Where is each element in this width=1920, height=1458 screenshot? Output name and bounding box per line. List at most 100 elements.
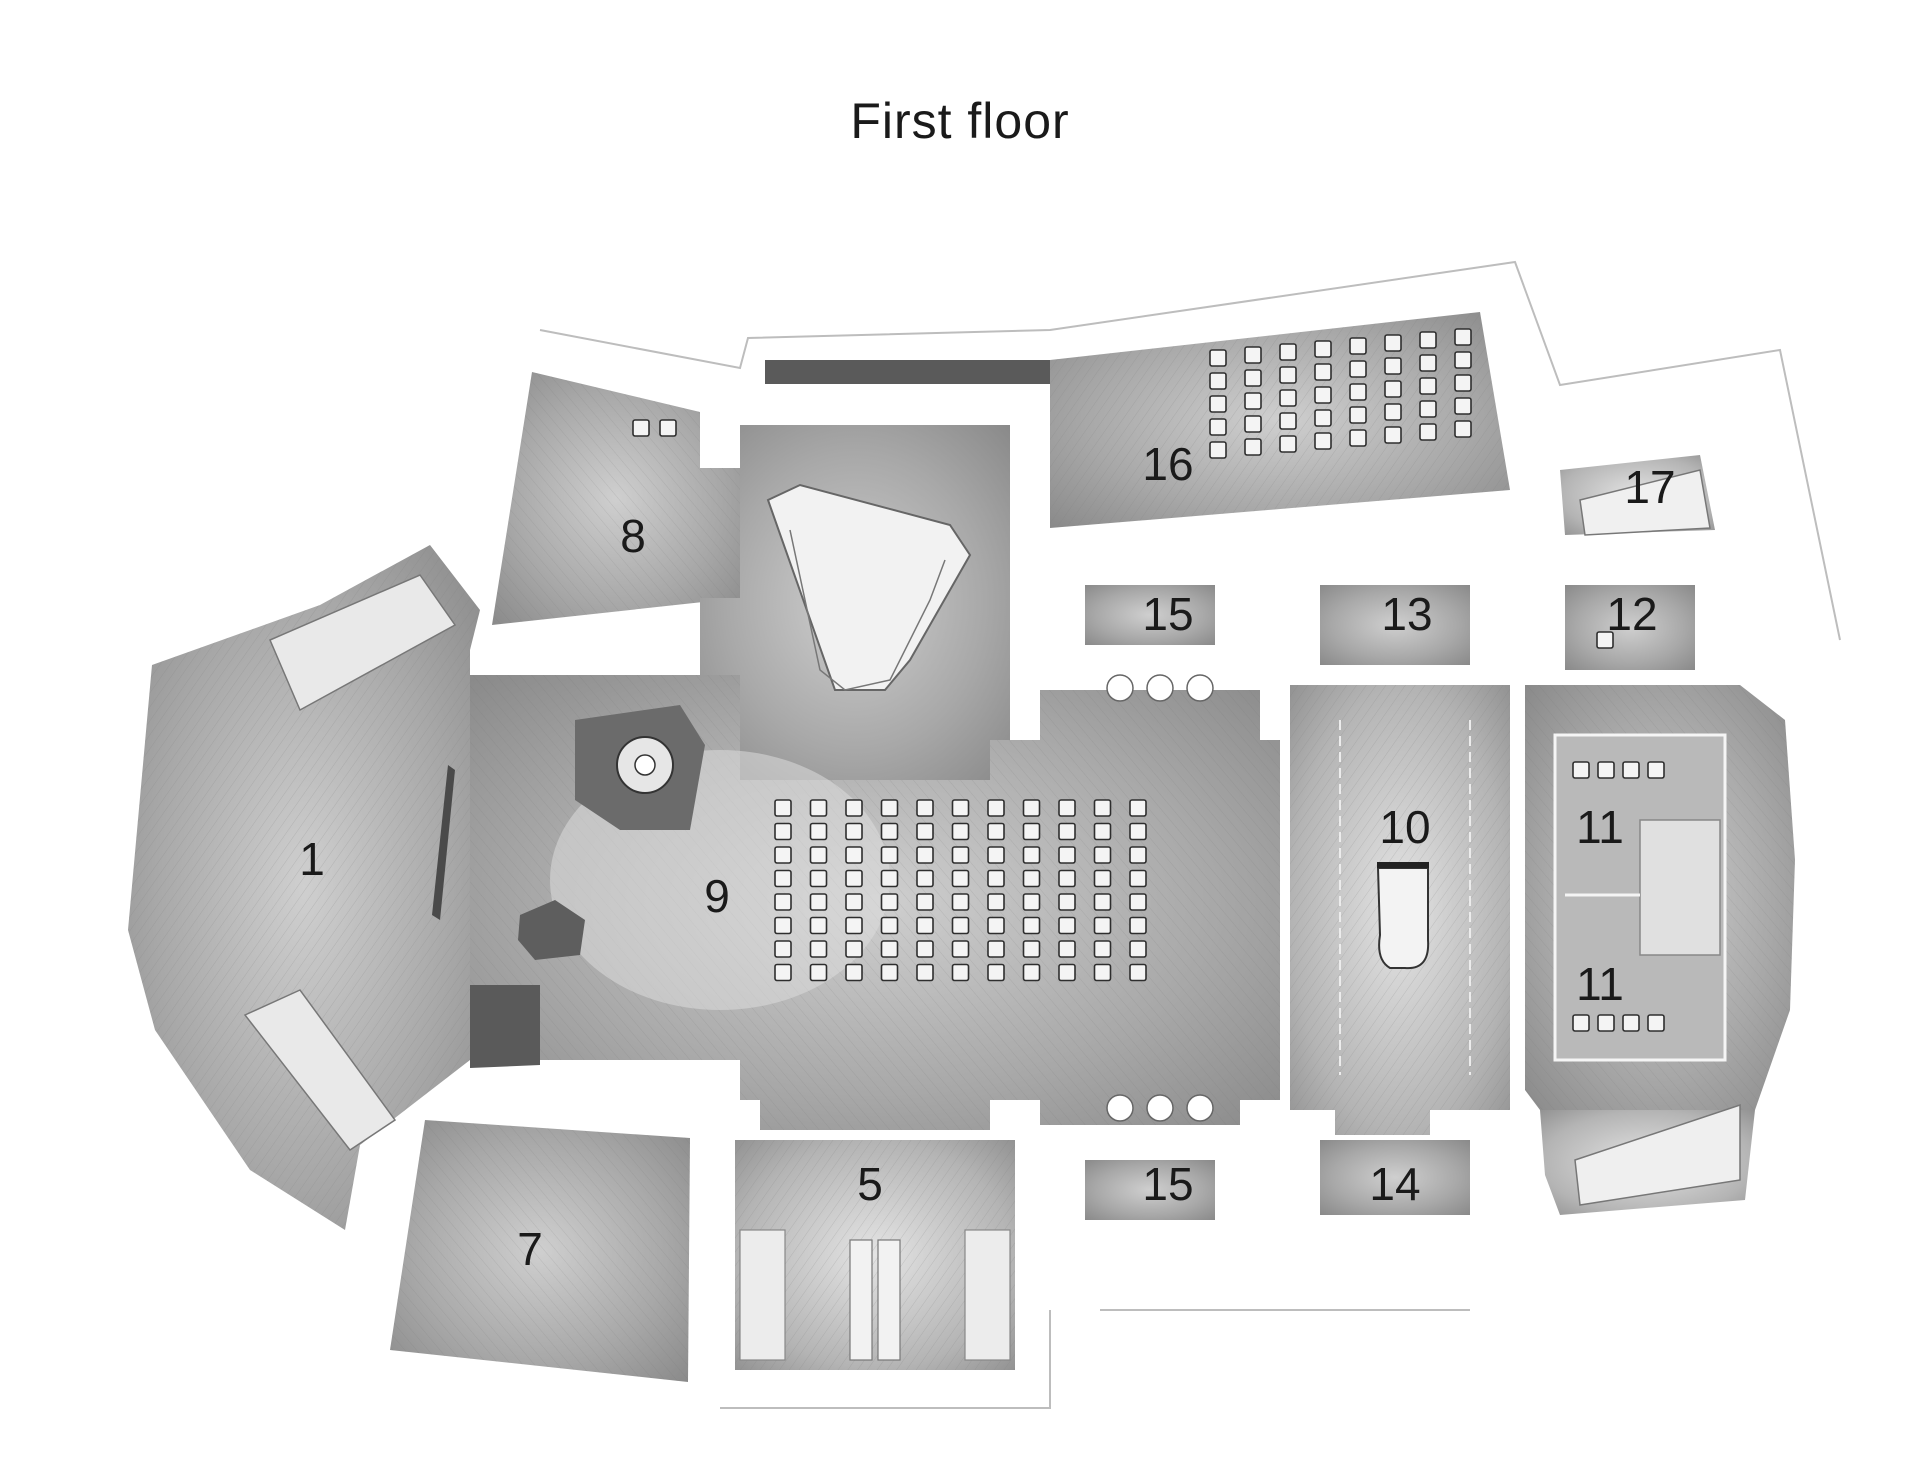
seat [1419, 331, 1437, 349]
seat [774, 963, 792, 982]
seat [809, 799, 828, 817]
seat [1454, 397, 1472, 415]
seat [1022, 822, 1041, 841]
seat [1384, 334, 1402, 352]
seat [845, 822, 863, 841]
seat [1384, 403, 1402, 421]
seat [809, 822, 828, 841]
seat [1093, 940, 1112, 958]
seat [809, 940, 828, 958]
seat [1022, 916, 1041, 935]
stairs [243, 469, 1741, 1206]
features [432, 674, 1721, 1361]
central-stair [766, 483, 972, 691]
room-label-14: 14 [1369, 1158, 1420, 1210]
seat [951, 963, 970, 982]
room-labels: 1 5 7 8 9 10 11 11 12 13 14 15 15 16 17 [299, 438, 1675, 1275]
seat [845, 799, 863, 817]
column-15-top-1 [1106, 674, 1134, 702]
room-label-11-top: 11 [1576, 801, 1624, 853]
seat [1419, 377, 1437, 395]
seat [809, 893, 828, 911]
seat [1209, 349, 1227, 367]
seat [916, 916, 934, 935]
seat [1129, 846, 1147, 864]
seat [1419, 354, 1437, 372]
seat [951, 940, 970, 958]
seat [1209, 441, 1227, 459]
wash-basins-right [877, 1239, 901, 1361]
seat [1129, 893, 1147, 911]
seat [1093, 799, 1112, 817]
seat [1209, 372, 1227, 390]
seat [1129, 940, 1147, 958]
seat [987, 799, 1005, 817]
room-label-5: 5 [857, 1158, 883, 1210]
seat [1022, 869, 1041, 888]
planter-strip [765, 360, 1050, 384]
seat [951, 799, 970, 817]
room-1-screen [432, 765, 455, 920]
seat [916, 940, 934, 958]
seat [1384, 380, 1402, 398]
piano-keyboard [1377, 862, 1429, 868]
central-stair-treads [789, 529, 946, 691]
seat [1244, 346, 1262, 364]
seat [1129, 799, 1147, 817]
seat [1647, 1014, 1665, 1032]
room-label-7: 7 [517, 1223, 543, 1275]
column-15-bottom-1 [1106, 1094, 1134, 1122]
seat [1597, 761, 1615, 779]
seat [1058, 940, 1076, 958]
seat [632, 419, 650, 437]
seat [880, 822, 899, 841]
room-14-floor [1320, 1140, 1470, 1215]
seat [1597, 1014, 1615, 1032]
seat [1058, 846, 1076, 864]
seat [1419, 423, 1437, 441]
seat [1647, 761, 1665, 779]
seat [916, 822, 934, 841]
seat [1349, 360, 1367, 378]
seat [916, 869, 934, 888]
seat [880, 893, 899, 911]
room-label-15-top: 15 [1142, 588, 1193, 640]
seat [1419, 400, 1437, 418]
seat [1314, 409, 1332, 427]
seating-room-9 [774, 799, 1147, 982]
seat [1244, 438, 1262, 456]
seat [1454, 420, 1472, 438]
wash-basins-left [849, 1239, 873, 1361]
seat [1093, 846, 1112, 864]
seat [1279, 366, 1297, 384]
seat [1129, 822, 1147, 841]
seat [1596, 631, 1614, 649]
seat [1093, 916, 1112, 935]
seat [1314, 363, 1332, 381]
seat [1279, 435, 1297, 453]
seat [1209, 418, 1227, 436]
seat [1244, 392, 1262, 410]
seat [1279, 412, 1297, 430]
seat [774, 893, 792, 911]
seat [1058, 822, 1076, 841]
seat [1314, 432, 1332, 450]
seat [774, 799, 792, 817]
seat [880, 799, 899, 817]
wc-row-left [739, 1229, 786, 1361]
seat [1058, 869, 1076, 888]
seat [774, 940, 792, 958]
seat [987, 940, 1005, 958]
seat [845, 940, 863, 958]
room-9-block-1 [518, 900, 585, 960]
seat [845, 963, 863, 982]
site-outline [539, 260, 1841, 641]
seat [1093, 963, 1112, 982]
seat [1058, 963, 1076, 982]
seat [987, 916, 1005, 935]
room-label-15-bottom: 15 [1142, 1158, 1193, 1210]
seat [1349, 406, 1367, 424]
seat [987, 846, 1005, 864]
seat [1349, 429, 1367, 447]
